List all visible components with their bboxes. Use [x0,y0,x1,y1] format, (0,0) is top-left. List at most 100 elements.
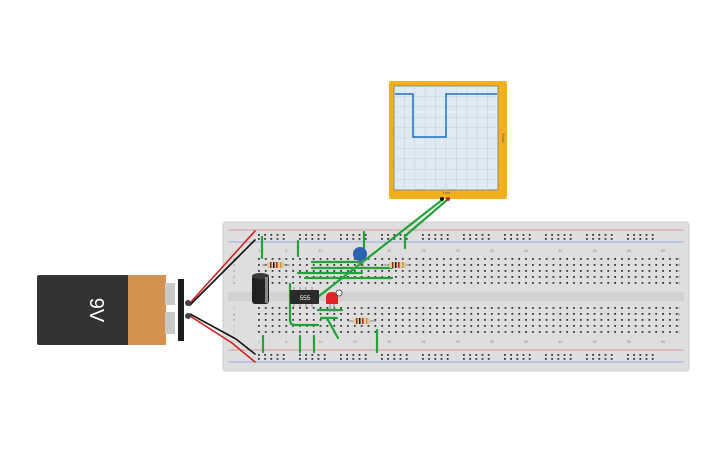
breadboard-hole[interactable] [552,319,555,321]
breadboard-hole[interactable] [292,331,295,333]
breadboard-hole[interactable] [347,325,349,327]
breadboard-hole[interactable] [600,282,603,284]
breadboard-hole[interactable] [586,325,589,327]
breadboard-hole[interactable] [364,234,367,236]
breadboard-hole[interactable] [353,331,356,333]
breadboard-hole[interactable] [634,270,637,272]
breadboard-hole[interactable] [651,358,654,360]
breadboard-hole[interactable] [600,270,603,272]
breadboard-hole[interactable] [292,270,295,272]
breadboard-hole[interactable] [271,270,274,272]
breadboard-hole[interactable] [651,238,654,240]
breadboard-hole[interactable] [559,258,562,260]
breadboard-hole[interactable] [388,307,390,309]
breadboard-hole[interactable] [627,354,629,356]
breadboard-hole[interactable] [497,276,500,278]
breadboard-hole[interactable] [525,313,527,315]
breadboard-hole[interactable] [440,238,443,240]
breadboard-hole[interactable] [469,238,471,240]
breadboard-hole[interactable] [381,331,384,333]
breadboard-hole[interactable] [518,258,521,260]
breadboard-hole[interactable] [470,325,473,327]
breadboard-hole[interactable] [258,307,260,309]
breadboard-hole[interactable] [429,276,432,278]
breadboard-hole[interactable] [388,331,390,333]
breadboard-hole[interactable] [470,307,473,309]
breadboard-hole[interactable] [490,258,493,260]
breadboard-hole[interactable] [299,270,301,272]
breadboard-hole[interactable] [614,313,616,315]
breadboard-hole[interactable] [497,282,500,284]
breadboard-hole[interactable] [258,313,260,315]
breadboard-hole[interactable] [305,307,308,309]
breadboard-hole[interactable] [469,354,471,356]
breadboard-hole[interactable] [593,270,596,272]
breadboard-hole[interactable] [319,307,322,309]
breadboard-hole[interactable] [655,264,658,266]
breadboard-hole[interactable] [645,358,648,360]
breadboard-hole[interactable] [481,238,484,240]
breadboard-hole[interactable] [374,319,377,321]
breadboard-hole[interactable] [490,282,493,284]
breadboard-hole[interactable] [311,358,314,360]
breadboard-hole[interactable] [340,270,342,272]
breadboard-hole[interactable] [627,258,630,260]
breadboard-hole[interactable] [484,307,486,309]
breadboard-hole[interactable] [292,313,295,315]
breadboard-hole[interactable] [511,270,514,272]
breadboard-hole[interactable] [415,270,418,272]
breadboard-hole[interactable] [463,270,466,272]
breadboard-hole[interactable] [669,307,671,309]
breadboard-hole[interactable] [428,234,430,236]
breadboard-hole[interactable] [641,313,644,315]
breadboard-hole[interactable] [422,238,424,240]
breadboard-hole[interactable] [264,234,266,236]
breadboard-hole[interactable] [557,234,560,236]
breadboard-hole[interactable] [669,282,671,284]
breadboard-hole[interactable] [592,234,594,236]
breadboard-hole[interactable] [387,238,389,240]
breadboard-hole[interactable] [545,319,548,321]
breadboard-hole[interactable] [276,358,279,360]
breadboard-hole[interactable] [428,354,430,356]
breadboard-hole[interactable] [374,307,377,309]
breadboard-hole[interactable] [557,358,560,360]
breadboard-hole[interactable] [326,307,329,309]
breadboard-hole[interactable] [559,282,562,284]
breadboard-hole[interactable] [641,276,644,278]
breadboard-hole[interactable] [367,313,370,315]
breadboard-hole[interactable] [573,258,575,260]
breadboard-hole[interactable] [510,354,512,356]
breadboard-hole[interactable] [360,270,363,272]
breadboard-hole[interactable] [522,238,525,240]
breadboard-hole[interactable] [278,319,281,321]
breadboard-hole[interactable] [278,270,281,272]
breadboard-hole[interactable] [593,319,596,321]
breadboard-hole[interactable] [573,282,575,284]
breadboard-hole[interactable] [569,358,572,360]
breadboard-hole[interactable] [395,313,397,315]
breadboard-hole[interactable] [422,307,425,309]
breadboard-hole[interactable] [621,282,623,284]
breadboard-hole[interactable] [470,270,473,272]
breadboard-hole[interactable] [551,238,553,240]
breadboard-hole[interactable] [586,234,588,236]
breadboard-hole[interactable] [323,238,326,240]
breadboard-hole[interactable] [579,258,582,260]
breadboard-hole[interactable] [627,276,630,278]
breadboard-hole[interactable] [655,331,658,333]
breadboard-hole[interactable] [477,276,479,278]
breadboard-hole[interactable] [586,238,588,240]
breadboard-hole[interactable] [477,258,479,260]
breadboard-hole[interactable] [264,325,267,327]
breadboard-hole[interactable] [353,264,356,266]
breadboard-hole[interactable] [477,264,479,266]
breadboard-hole[interactable] [326,325,329,327]
breadboard-hole[interactable] [381,319,384,321]
breadboard-hole[interactable] [481,358,484,360]
breadboard-hole[interactable] [598,238,601,240]
breadboard-hole[interactable] [484,264,486,266]
breadboard-hole[interactable] [545,354,547,356]
breadboard-hole[interactable] [662,319,664,321]
breadboard-hole[interactable] [285,270,288,272]
